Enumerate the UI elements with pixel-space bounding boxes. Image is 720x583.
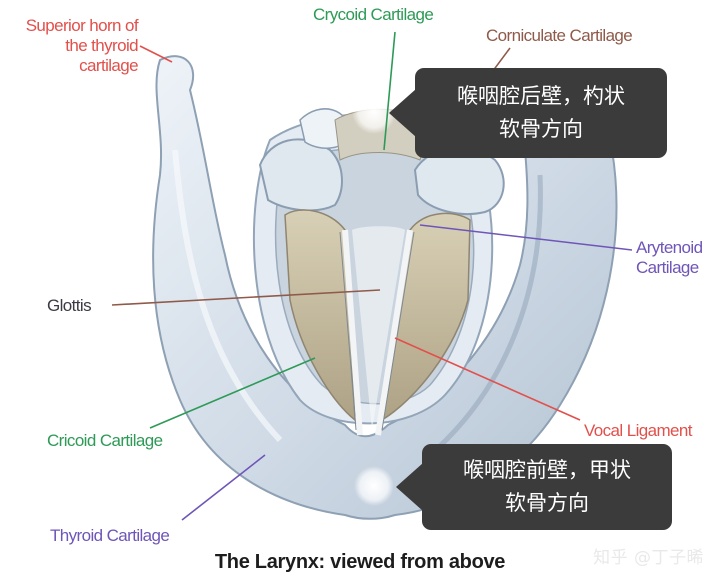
posterior-wall-callout: 喉咽腔后壁，杓状 软骨方向 [389,68,667,158]
superior-horn-label-line-2: the thyroid [65,36,138,55]
crycoid-cartilage-label: Crycoid Cartilage [313,5,434,24]
anterior-callout-line-1: 喉咽腔前壁，甲状 [463,458,631,482]
figure-caption: The Larynx: viewed from above [214,551,506,573]
glottis-label: Glottis [47,296,92,315]
posterior-marker [352,90,396,134]
vocal-ligament-label: Vocal Ligament [584,421,692,440]
anterior-wall-callout: 喉咽腔前壁，甲状 软骨方向 [396,444,672,530]
arytenoid-cartilage-label: Arytenoid Cartilage [636,238,703,278]
watermark: 知乎 @丁子晞 [593,548,704,568]
corniculate-cartilage-label: Corniculate Cartilage [486,26,633,45]
superior-horn-label-line-3: cartilage [79,56,138,75]
cricoid-cartilage-left-label: Cricoid Cartilage [47,431,163,450]
superior-horn-label-line-1: Superior horn of [25,16,139,35]
posterior-callout-line-1: 喉咽腔后壁，杓状 [457,84,625,108]
vocal-folds-shape [284,209,471,436]
anterior-marker [354,466,394,506]
superior-horn-label: Superior horn of the thyroid cartilage [4,16,139,76]
arytenoid-label-line-2: Cartilage [636,258,699,277]
anterior-callout-line-2: 软骨方向 [505,491,589,515]
glottis-opening [352,226,405,430]
posterior-callout-line-2: 软骨方向 [499,117,583,141]
thyroid-cartilage-label: Thyroid Cartilage [50,526,170,545]
arytenoid-label-line-1: Arytenoid [636,238,703,257]
